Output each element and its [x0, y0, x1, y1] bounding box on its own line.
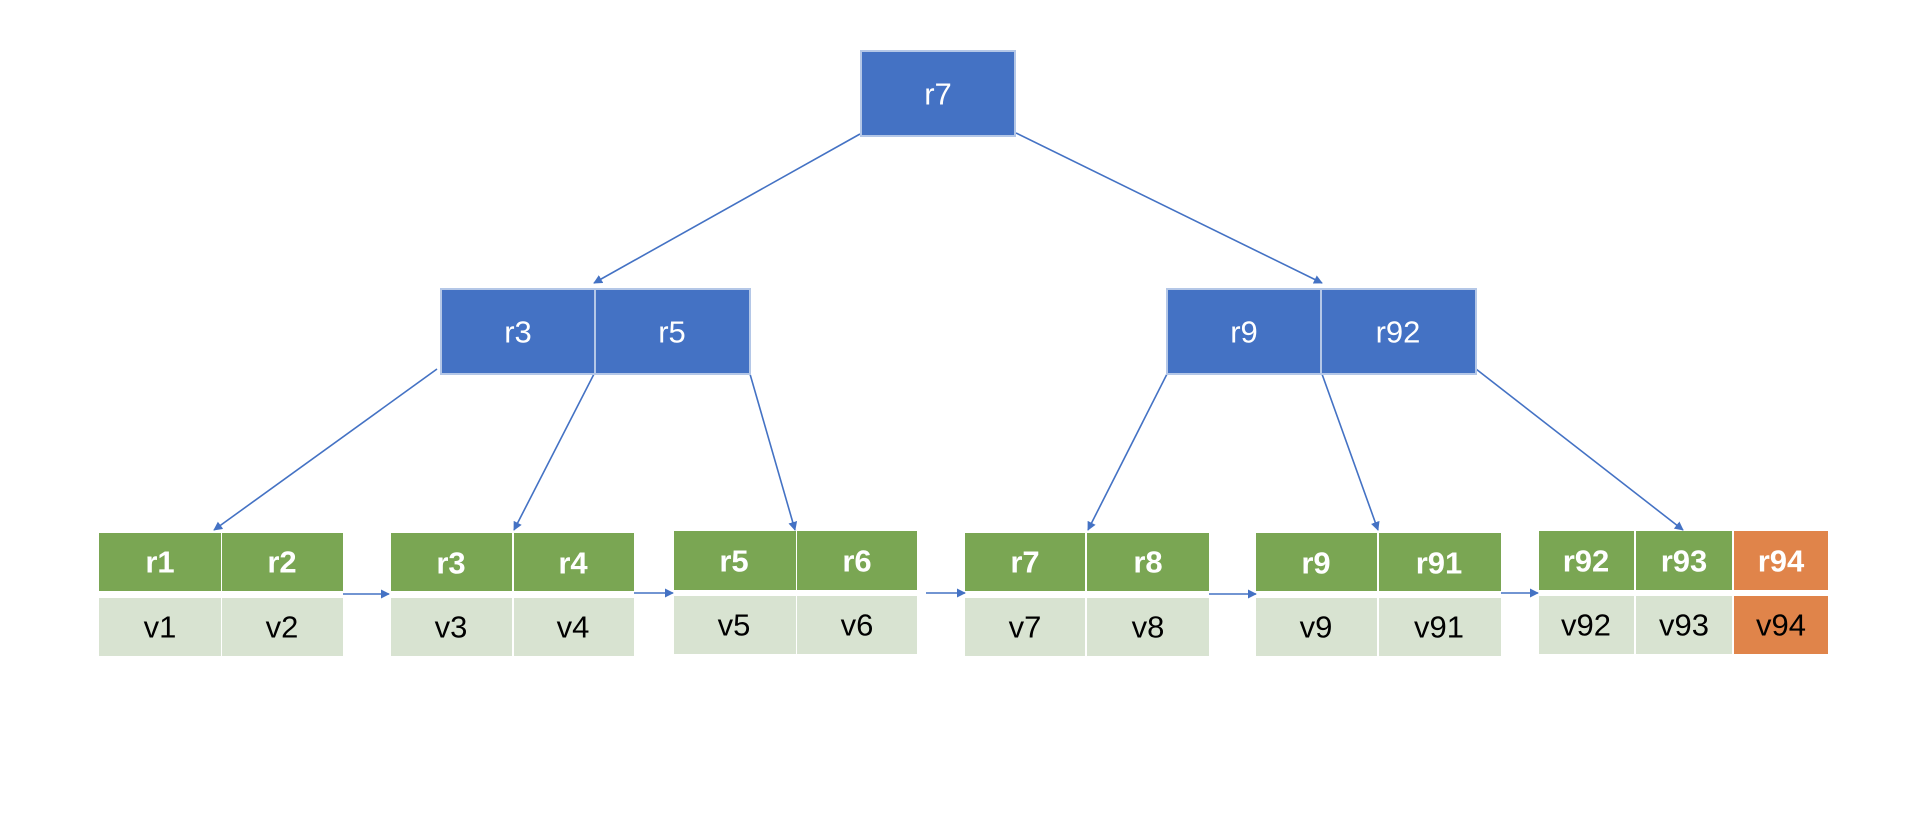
- leaf-1-value-1: v1: [144, 610, 177, 645]
- internal-right-key-2: r92: [1376, 315, 1421, 350]
- leaf-3-value-cell-2: [797, 596, 917, 654]
- leaf-1-key-2: r2: [267, 545, 296, 580]
- internal-left-cell-1: [440, 288, 596, 375]
- leaf-1-key-cell-2: [222, 533, 343, 591]
- leaf-1-key-1: r1: [145, 545, 174, 580]
- leaf-node-5: r9 r91 v9 v91: [1256, 533, 1501, 656]
- leaf-2-key-cell-2: [514, 533, 634, 591]
- edge-internal-left-to-leaf-3: [749, 373, 798, 531]
- leaf-3-key-1: r5: [719, 544, 748, 579]
- edge-internal-left-to-leaf-1: [213, 368, 438, 531]
- root-cell-1: [860, 50, 1016, 137]
- internal-right-cell-2: [1320, 288, 1477, 375]
- leaf-5-key-2: r91: [1416, 546, 1463, 581]
- leaf-2-value-cell-2: [514, 598, 634, 656]
- leaf-3-key-cell-2: [797, 531, 917, 590]
- leaf-2-key-2: r4: [558, 546, 588, 581]
- leaf-4-value-2: v8: [1132, 610, 1165, 645]
- leaf-6-key-2: r93: [1661, 544, 1708, 579]
- leaf-1-value-2: v2: [266, 610, 299, 645]
- leaf-6-key-1: r92: [1563, 544, 1610, 579]
- root-node: r7: [860, 50, 1016, 137]
- internal-node-left: r3 r5: [440, 288, 751, 375]
- leaf-node-1: r1 r2 v1 v2: [99, 533, 343, 656]
- leaf-3-key-cell-1: [674, 531, 796, 590]
- leaf-4-value-cell-1: [965, 598, 1085, 656]
- leaf-6-value-cell-3-highlighted: [1734, 596, 1828, 654]
- leaf-2-key-1: r3: [436, 546, 465, 581]
- internal-right-key-1: r9: [1230, 315, 1258, 350]
- edge-internal-right-to-leaf-6: [1475, 368, 1684, 531]
- leaf-2-value-2: v4: [557, 610, 590, 645]
- leaf-5-key-cell-1: [1256, 533, 1377, 591]
- leaf-5-key-cell-2: [1379, 533, 1501, 591]
- leaf-4-value-cell-2: [1087, 598, 1209, 656]
- edge-internal-left-to-leaf-2: [513, 373, 595, 531]
- leaf-2-key-cell-1: [391, 533, 512, 591]
- leaf-4-key-2: r8: [1133, 545, 1162, 580]
- leaf-6-value-1: v92: [1561, 608, 1611, 643]
- internal-left-key-2: r5: [658, 315, 686, 350]
- leaf-3-value-cell-1: [674, 596, 796, 654]
- leaf-4-key-cell-2: [1087, 533, 1209, 591]
- leaf-4-key-1: r7: [1010, 545, 1039, 580]
- leaf-node-2: r3 r4 v3 v4: [391, 533, 634, 656]
- leaf-5-value-2: v91: [1414, 610, 1464, 645]
- leaf-6-value-cell-2: [1636, 596, 1732, 654]
- leaf-6-key-cell-2: [1636, 531, 1732, 590]
- leaf-4-value-1: v7: [1009, 610, 1042, 645]
- leaf-2-value-cell-1: [391, 598, 512, 656]
- leaf-5-value-cell-2: [1379, 598, 1501, 656]
- leaf-1-value-cell-1: [99, 598, 221, 656]
- leaf-5-key-1: r9: [1301, 546, 1330, 581]
- leaf-1-key-cell-1: [99, 533, 221, 591]
- leaf-3-value-2: v6: [841, 608, 874, 643]
- leaf-node-6: r92 r93 r94 v92 v93 v94: [1539, 531, 1828, 654]
- leaf-3-key-2: r6: [842, 544, 871, 579]
- internal-left-key-1: r3: [504, 315, 532, 350]
- leaf-6-key-3: r94: [1758, 544, 1805, 579]
- leaf-node-4: r7 r8 v7 v8: [965, 533, 1209, 656]
- internal-left-cell-2: [594, 288, 751, 375]
- leaf-6-value-cell-1: [1539, 596, 1634, 654]
- leaf-6-value-2: v93: [1659, 608, 1709, 643]
- leaf-2-value-1: v3: [435, 610, 468, 645]
- edge-internal-right-to-leaf-5: [1321, 373, 1380, 531]
- leaf-6-value-3: v94: [1756, 608, 1806, 643]
- edge-internal-right-to-leaf-4: [1087, 373, 1168, 531]
- edge-root-to-internal-right: [1015, 132, 1323, 284]
- internal-node-right: r9 r92: [1166, 288, 1477, 375]
- leaf-4-key-cell-1: [965, 533, 1085, 591]
- leaf-node-3: r5 r6 v5 v6: [674, 531, 917, 654]
- leaf-6-key-cell-1: [1539, 531, 1634, 590]
- edge-root-to-internal-left: [593, 133, 861, 284]
- leaf-5-value-cell-1: [1256, 598, 1377, 656]
- leaf-6-key-cell-3-highlighted: [1734, 531, 1828, 590]
- leaf-5-value-1: v9: [1300, 610, 1333, 645]
- root-key-1: r7: [924, 77, 952, 112]
- leaf-3-value-1: v5: [718, 608, 751, 643]
- leaf-1-value-cell-2: [222, 598, 343, 656]
